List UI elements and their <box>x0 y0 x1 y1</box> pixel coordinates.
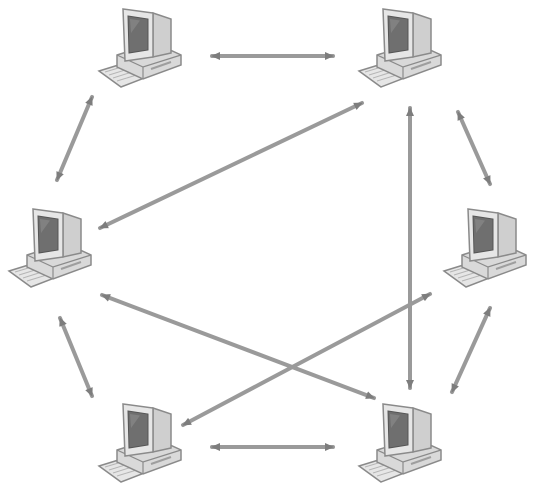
desktop-computer-icon <box>5 205 105 295</box>
desktop-computer-icon <box>440 205 535 295</box>
link-top-right-to-mid-left <box>100 103 362 228</box>
computer-node-mid-right <box>440 205 535 295</box>
desktop-computer-icon <box>355 400 455 490</box>
computer-node-mid-left <box>5 205 105 295</box>
desktop-computer-icon <box>95 400 195 490</box>
link-top-left-to-mid-left <box>57 97 92 180</box>
computer-node-top-left <box>95 5 195 95</box>
links-group <box>57 56 490 447</box>
desktop-computer-icon <box>355 5 455 95</box>
link-mid-right-to-bottom-right <box>452 308 490 392</box>
desktop-computer-icon <box>95 5 195 95</box>
link-top-right-to-mid-right <box>458 112 490 184</box>
computer-node-bottom-left <box>95 400 195 490</box>
computer-node-top-right <box>355 5 455 95</box>
computer-node-bottom-right <box>355 400 455 490</box>
link-mid-left-to-bottom-left <box>60 318 92 396</box>
